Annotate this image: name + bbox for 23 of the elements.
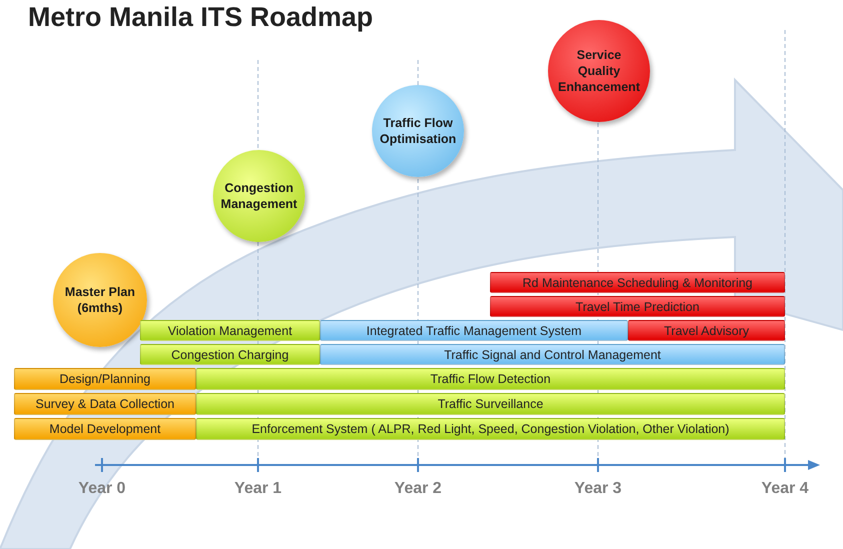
timeline-bar: Design/Planning [14, 368, 196, 390]
year-label: Year 0 [78, 480, 126, 498]
timeline-bar: Enforcement System ( ALPR, Red Light, Speed, Congestion Violation, Other Violation) [196, 418, 785, 440]
milestone-circle: Service Quality Enhancement [548, 20, 650, 122]
year-label: Year 3 [574, 480, 622, 498]
milestone-circle: Master Plan (6mths) [53, 253, 147, 347]
timeline-bar: Travel Time Prediction [490, 296, 785, 317]
milestone-circle: Traffic Flow Optimisation [372, 85, 464, 177]
timeline-bar: Violation Management [140, 320, 320, 341]
timeline-bar: Survey & Data Collection [14, 393, 196, 415]
timeline-bar: Traffic Flow Detection [196, 368, 785, 390]
timeline-bar: Model Development [14, 418, 196, 440]
timeline-bar: Traffic Surveillance [196, 393, 785, 415]
year-label: Year 4 [761, 480, 809, 498]
timeline-bar: Rd Maintenance Scheduling & Monitoring [490, 272, 785, 293]
timeline-bar: Travel Advisory [628, 320, 785, 341]
timeline-bar: Integrated Traffic Management System [320, 320, 628, 341]
diagram-title: Metro Manila ITS Roadmap [28, 2, 374, 33]
year-label: Year 2 [394, 480, 442, 498]
timeline-bar: Congestion Charging [140, 344, 320, 365]
year-label: Year 1 [234, 480, 282, 498]
timeline-bar: Traffic Signal and Control Management [320, 344, 785, 365]
milestone-circle: Congestion Management [213, 150, 305, 242]
